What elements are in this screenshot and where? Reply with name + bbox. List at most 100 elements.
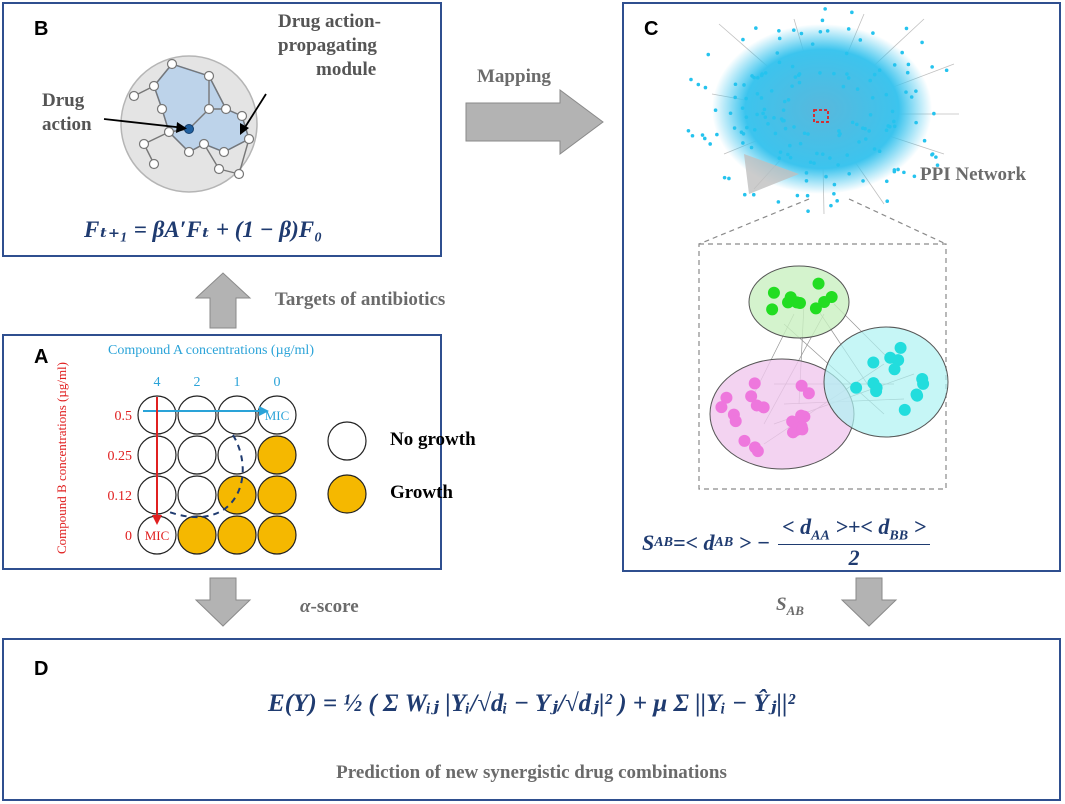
ppi-node [934, 155, 938, 159]
ppi-node [909, 95, 914, 99]
ppi-node [828, 156, 832, 160]
ppi-node [773, 131, 778, 136]
cyan-module-node [867, 356, 880, 369]
ppi-node [759, 73, 764, 78]
ppi-node [715, 132, 719, 137]
ppi-node [744, 96, 748, 101]
legend-growth-icon [327, 474, 367, 514]
ppi-node [781, 108, 786, 112]
cyan-module-node [850, 381, 863, 394]
ppi-node [766, 122, 770, 126]
ppi-node [745, 125, 749, 130]
mapping-label: Mapping [477, 66, 551, 87]
ppi-node [815, 151, 819, 156]
legend-no-growth-icon [327, 421, 367, 461]
ppi-node [808, 160, 813, 165]
pink-module-node [745, 390, 758, 403]
ppi-node [755, 75, 760, 80]
ppi-node [806, 132, 810, 136]
pink-module-node [720, 391, 733, 404]
ppi-node [788, 143, 792, 148]
ppi-node [696, 82, 701, 87]
ppi-node [782, 99, 787, 104]
ppi-node [700, 133, 705, 137]
ppi-node [755, 112, 759, 117]
ppi-node [754, 26, 758, 30]
no-growth-well [217, 435, 257, 475]
panel-a: A Compound A concentrations (µg/ml) Comp… [2, 334, 476, 570]
ppi-node [732, 126, 737, 130]
ppi-node [810, 42, 815, 46]
ppi-node [777, 156, 782, 160]
ppi-node [841, 84, 846, 89]
ppi-node [930, 65, 934, 69]
ppi-node [805, 193, 810, 198]
ppi-node [752, 127, 757, 132]
x-tick-label: 2 [194, 375, 201, 390]
green-module-node [784, 291, 797, 304]
growth-well [257, 475, 297, 515]
panel-b-label: B [34, 18, 49, 40]
ppi-node [777, 36, 782, 41]
ppi-node [762, 107, 767, 112]
ppi-node [922, 138, 927, 143]
x-arrowhead [259, 406, 269, 416]
ppi-node [744, 115, 749, 119]
ppi-node [870, 95, 875, 100]
ppi-node [944, 68, 949, 73]
ppi-node [740, 106, 745, 110]
ppi-node [786, 97, 791, 102]
ppi-node [877, 149, 882, 154]
pink-module-node [715, 401, 728, 414]
alpha-score-arrow [194, 577, 252, 627]
ppi-node [749, 145, 754, 150]
mic-left-label: MIC [145, 528, 170, 543]
ppi-node [759, 96, 764, 100]
pink-module-node [738, 434, 751, 447]
ppi-node [861, 179, 865, 183]
targets-arrow [194, 272, 252, 329]
ppi-node [904, 26, 909, 31]
pink-module-node [802, 387, 815, 400]
sab-label: SAB [776, 594, 804, 618]
ppi-node [832, 191, 836, 196]
ppi-node [728, 111, 733, 116]
ppi-node [818, 71, 822, 75]
ppi-node [837, 129, 841, 133]
ppi-node [708, 142, 712, 146]
cyan-module-node [898, 403, 911, 416]
ppi-node [935, 163, 940, 168]
ppi-node [799, 31, 804, 36]
module-label: Drug action- propagating module [278, 11, 381, 80]
no-growth-well [257, 395, 297, 435]
isobologram-curve [168, 434, 244, 519]
ppi-node [905, 70, 910, 75]
ppi-node [892, 124, 897, 129]
ppi-node [832, 182, 837, 187]
ppi-node [855, 122, 859, 127]
ppi-node [820, 152, 825, 156]
ppi-node [912, 174, 917, 179]
ppi-node [791, 28, 796, 32]
ppi-node [733, 82, 738, 87]
green-module-node [767, 286, 780, 299]
ppi-node [847, 171, 851, 176]
ppi-node [871, 31, 875, 35]
ppi-node [775, 51, 780, 55]
ppi-node [804, 171, 809, 175]
y-tick-label: 0.25 [108, 449, 133, 464]
cyan-module-node [917, 377, 930, 390]
ppi-node [835, 199, 839, 203]
ppi-node [902, 170, 906, 175]
ppi-node [829, 203, 833, 208]
pink-module-node [749, 441, 762, 454]
green-module-node [793, 297, 806, 310]
growth-well [257, 435, 297, 475]
ppi-node [818, 30, 823, 34]
ppi-node [763, 115, 768, 119]
ppi-node [886, 124, 891, 128]
y-tick-label: 0 [125, 529, 132, 544]
ppi-node [906, 62, 911, 67]
ppi-node [741, 131, 746, 136]
ppi-node [733, 95, 738, 100]
